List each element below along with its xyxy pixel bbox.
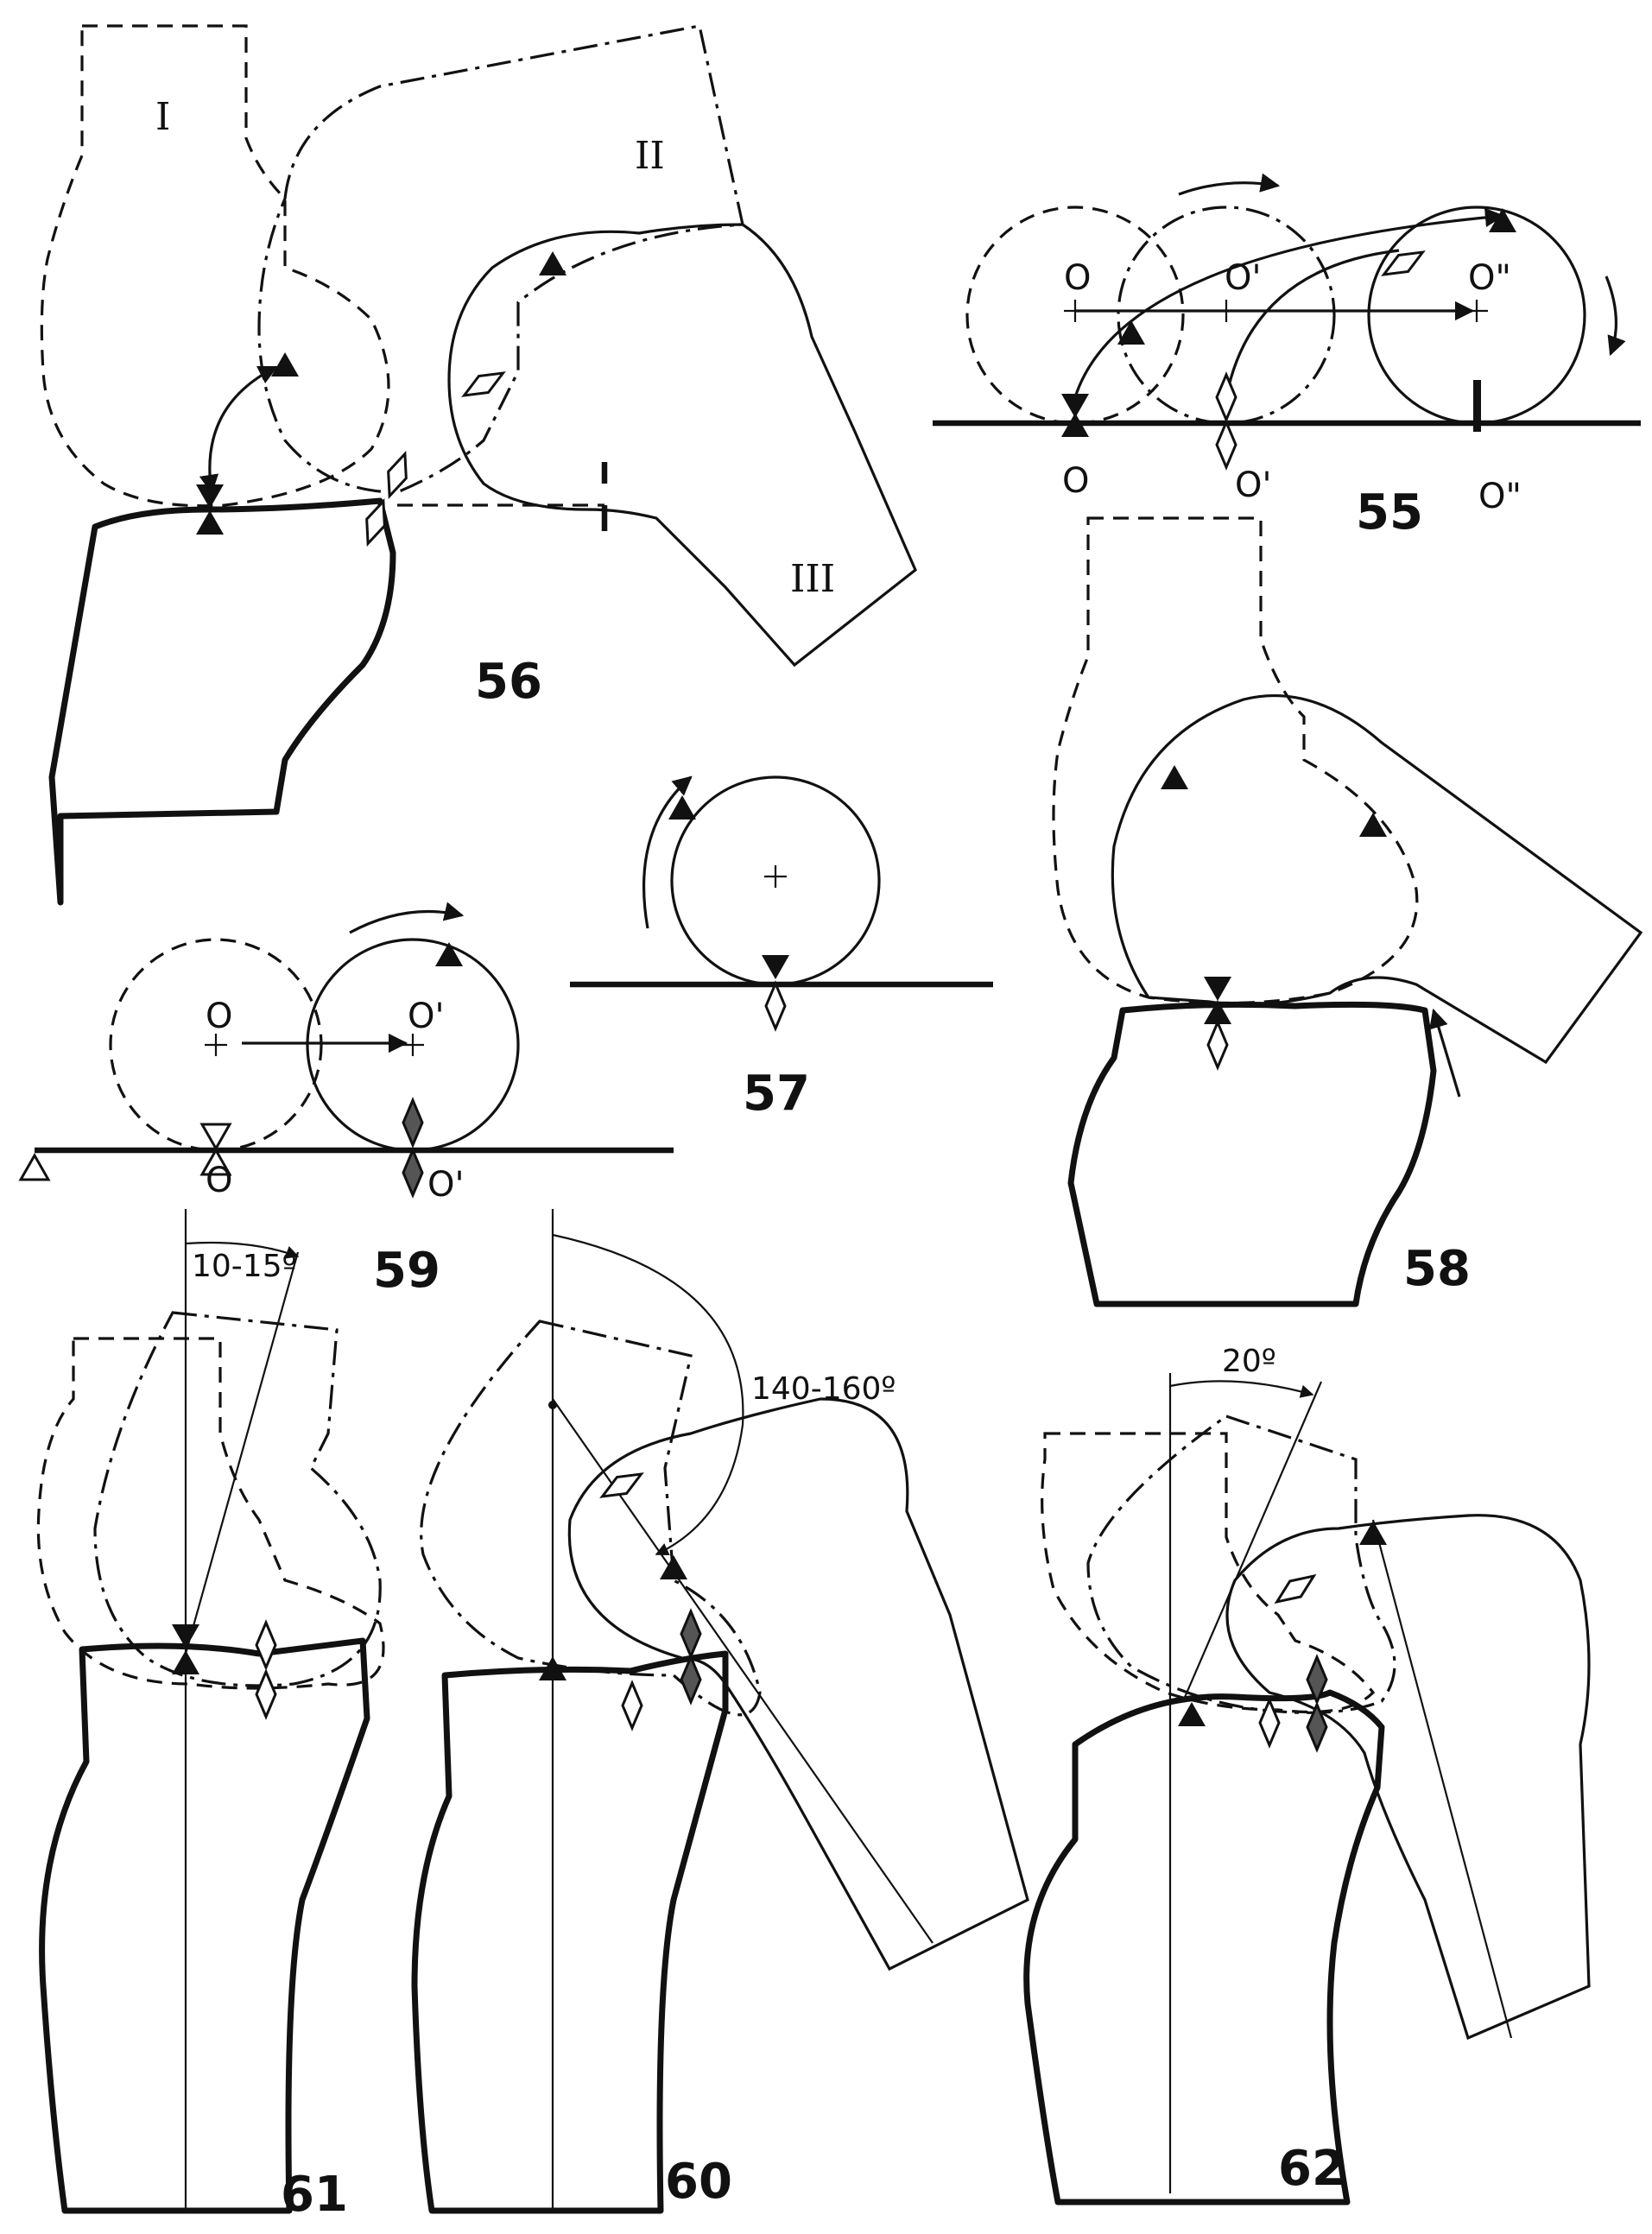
fig60-number: 60 <box>665 2154 732 2210</box>
fig59-contact-label-O-prime: O' <box>427 1165 464 1205</box>
fig58-tibia <box>1067 1001 1437 1307</box>
fig56-label-position-2: II <box>635 134 665 178</box>
fig57-crosshair <box>764 865 787 888</box>
figure-62: 20º 62 <box>1023 1344 1591 2206</box>
fig62-femur-dashdot <box>1086 1414 1396 1714</box>
fig59-crosshair-O <box>205 1034 227 1056</box>
fig56-arc-arrow <box>199 365 279 495</box>
fig59-crosshair-O-prime <box>402 1034 424 1056</box>
fig56-number: 56 <box>475 654 542 710</box>
fig55-contact-label-O-prime: O' <box>1235 465 1271 505</box>
fig61-femur-dashed <box>36 1337 385 1690</box>
fig62-tibia <box>1023 1689 1385 2206</box>
figure-59: O O' O O' 59 <box>19 902 674 1299</box>
fig55-crosshair-O <box>1064 300 1086 322</box>
fig55-contact-label-O-double-prime: O" <box>1478 477 1522 516</box>
fig60-angle-arc <box>552 1233 744 1556</box>
fig59-number: 59 <box>373 1243 440 1299</box>
fig56-femur-position-I <box>40 24 390 508</box>
fig62-number: 62 <box>1278 2141 1345 2197</box>
fig56-contact-marker-open <box>358 363 510 548</box>
fig55-black-markers <box>1061 208 1516 437</box>
figure-60: 140-160º 60 <box>411 1209 1029 2214</box>
fig57-open-markers <box>764 982 787 1030</box>
fig61-angle-label: 10-15º <box>192 1249 297 1284</box>
fig56-label-position-1: I <box>155 95 170 139</box>
fig55-crosshair-O-double-prime <box>1465 300 1488 322</box>
figure-61: 10-15º 61 <box>36 1209 385 2223</box>
fig62-angle-label: 20º <box>1222 1344 1276 1379</box>
fig58-femur-dashed <box>1052 516 1419 1004</box>
fig59-black-markers <box>435 942 463 966</box>
fig61-tibia <box>39 1637 370 2214</box>
fig62-femur-solid <box>1225 1514 1591 2041</box>
fig56-contact-marker-black <box>196 251 566 535</box>
fig56-tibia-plateau <box>48 497 396 906</box>
fig61-number: 61 <box>281 2167 348 2223</box>
fig62-femur-axis <box>1371 1519 1513 2039</box>
fig60-femur-solid <box>567 1397 1029 1971</box>
fig58-black-markers <box>1161 765 1387 1024</box>
figure-57: 57 <box>570 775 993 1122</box>
fig55-circle-O-prime <box>1117 206 1336 425</box>
fig61-tilted-axis <box>184 1251 300 1655</box>
fig55-number: 55 <box>1356 484 1423 541</box>
figure-58: 58 <box>1052 516 1643 1307</box>
fig55-center-label-O-double-prime: O" <box>1468 258 1511 298</box>
fig55-circle-O <box>965 206 1185 425</box>
fig60-open-markers <box>596 1464 648 1730</box>
fig60-angle-label: 140-160º <box>751 1371 896 1407</box>
fig55-center-label-O-prime: O' <box>1225 258 1261 298</box>
fig62-shaded-diamond-markers <box>1306 1655 1328 1751</box>
figure-56: I II III 56 <box>40 24 917 906</box>
fig62-angle-arc <box>1169 1380 1314 1398</box>
fig62-tilted-axis <box>1181 1381 1323 1702</box>
fig58-open-markers <box>1206 1021 1229 1069</box>
fig55-contact-label-O: O <box>1062 461 1089 501</box>
fig55-rotation-arrow-top <box>1178 173 1281 196</box>
fig59-contact-label-O: O <box>206 1161 232 1200</box>
fig56-label-position-3: III <box>790 557 835 601</box>
fig61-open-markers <box>255 1621 277 1718</box>
fig59-center-label-O: O <box>206 997 232 1036</box>
fig57-black-markers <box>668 795 789 979</box>
fig59-center-label-O-prime: O' <box>408 997 444 1036</box>
fig55-path-arc-2 <box>1225 249 1400 398</box>
fig58-femur-solid <box>1111 693 1643 1065</box>
fig60-tibia <box>411 1650 729 2214</box>
fig56-femur-position-II <box>257 24 744 494</box>
fig55-crosshair-O-prime <box>1215 300 1237 322</box>
figure-55: O O' O" O O' O" 55 <box>933 173 1641 541</box>
fig59-rotation-arrow <box>349 902 465 934</box>
fig55-rotation-arrow-right <box>1605 275 1626 357</box>
fig55-path-arc-1 <box>1073 207 1505 398</box>
fig57-number: 57 <box>743 1066 810 1122</box>
fig61-femur-dashdot <box>93 1311 382 1687</box>
fig60-femur-dashdot <box>420 1320 762 1717</box>
fig60-black-markers <box>539 1401 687 1680</box>
fig58-pointer-arrow <box>1429 1008 1461 1098</box>
fig61-angle-arc <box>185 1241 300 1259</box>
fig55-center-label-O: O <box>1064 258 1091 298</box>
fig56-femur-position-III <box>447 223 917 668</box>
fig58-number: 58 <box>1403 1241 1471 1297</box>
fig57-rotation-arrow <box>642 775 693 929</box>
